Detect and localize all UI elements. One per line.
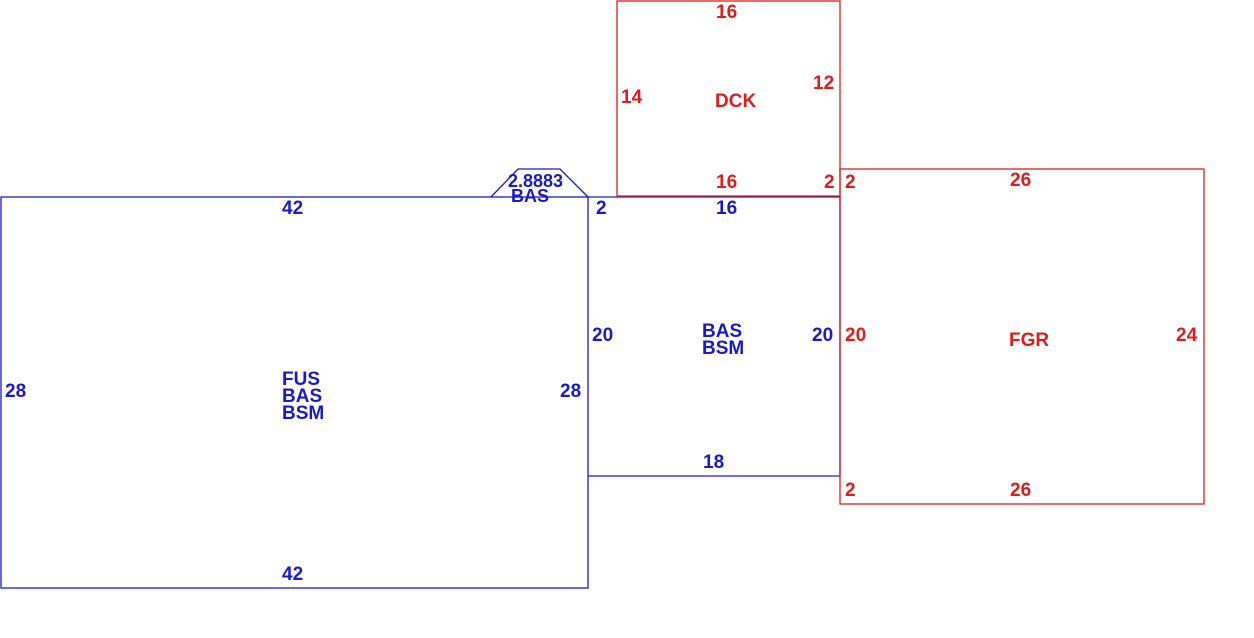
deck-area-code: DCK [715,91,757,112]
area-code-bsm: BSM [702,338,745,359]
garage-area-code: FGR [1009,330,1050,351]
deck-right-dimension: 12 [813,73,835,94]
bay-dimensions: 2.8883 [508,171,564,191]
deck-top-dimension: 16 [716,2,738,23]
bay-area-code: BAS [511,186,550,206]
garage-left-dimension: 20 [845,325,867,346]
area-code-bsm: BSM [282,403,325,424]
main-bottom-dimension: 42 [282,564,304,585]
main-block-outline [0,196,589,589]
deck-outline [616,0,841,197]
bay-window-outline [490,168,589,198]
area-code-bas: BAS [702,321,743,342]
area-code-bas: BAS [282,386,323,407]
middle-area-codes: BAS BSM [702,321,745,359]
main-left-dimension: 28 [5,381,27,402]
deck-bottom-dimension: 16 [716,172,738,193]
main-area-codes: FUS BAS BSM [282,369,325,424]
middle-left-dimension: 20 [592,325,614,346]
deck-bottom-right-dimension: 2 [824,172,835,193]
garage-bottom-dimension: 26 [1010,480,1032,501]
deck-left-dimension: 14 [621,87,643,108]
area-code-fus: FUS [282,369,320,390]
garage-outline [839,168,1205,505]
garage-right-dimension: 24 [1176,325,1198,346]
middle-top-dimension: 16 [716,198,738,219]
garage-top-left-dimension: 2 [845,172,856,193]
garage-bottom-left-dimension: 2 [845,480,856,501]
main-top-dimension: 42 [282,198,304,219]
middle-right-dimension: 20 [812,325,834,346]
main-right-dimension: 28 [560,381,582,402]
middle-top-left-dimension: 2 [596,198,607,219]
middle-bottom-dimension: 18 [703,452,725,473]
garage-top-dimension: 26 [1010,170,1032,191]
